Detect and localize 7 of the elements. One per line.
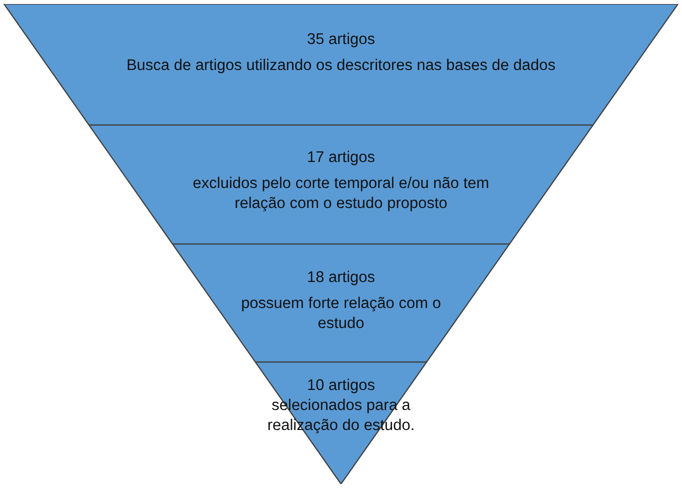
description-text: excluidos pelo corte temporal e/ou não tem relação com o estudo proposto xyxy=(192,174,490,214)
count-label: 10 artigos xyxy=(306,376,376,396)
count-label: 17 artigos xyxy=(306,148,376,168)
description-text: possuem forte relação com o estudo xyxy=(241,294,441,334)
description-text: Busca de artigos utilizando os descritores nas bases de dados xyxy=(126,56,556,76)
count-label: 18 artigos xyxy=(306,268,376,288)
count-label: 35 artigos xyxy=(306,30,376,50)
